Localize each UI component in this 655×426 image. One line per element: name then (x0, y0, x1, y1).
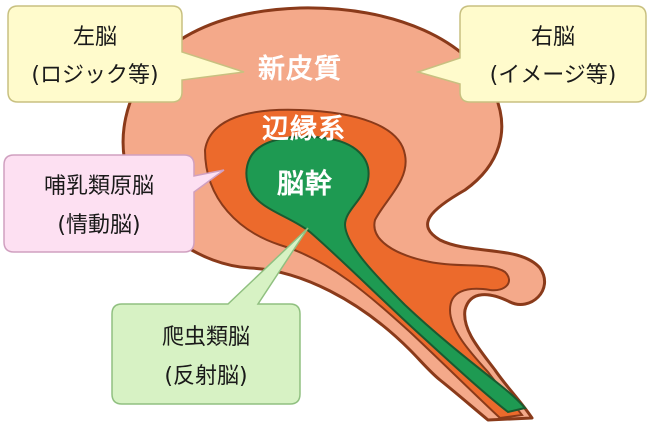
callout-mammalian-brain: 哺乳類原脳 (情動脳) (3, 154, 225, 253)
callout-mammalian-brain-line1: 哺乳類原脳 (44, 174, 154, 199)
callout-left-brain-line2: (ロジック等) (31, 63, 158, 88)
brainstem-label: 脳幹 (276, 168, 333, 200)
brainstem-region (245, 135, 527, 414)
callout-left-brain-line1: 左脳 (73, 25, 117, 50)
callout-left-brain-bubble (7, 5, 245, 103)
callout-right-brain-line1: 右脳 (531, 25, 575, 50)
callout-left-brain: 左脳 (ロジック等) (7, 5, 245, 103)
callout-reptilian-brain: 爬虫類脳 (反射脳) (111, 227, 309, 405)
callout-right-brain: 右脳 (イメージ等) (415, 5, 647, 103)
callout-right-brain-bubble (415, 5, 647, 103)
limbic-label: 辺縁系 (262, 113, 346, 145)
callout-right-brain-line2: (イメージ等) (490, 63, 617, 88)
callout-mammalian-brain-bubble (3, 154, 225, 253)
callout-reptilian-brain-bubble (111, 227, 309, 405)
callout-reptilian-brain-line1: 爬虫類脳 (162, 325, 250, 350)
callout-reptilian-brain-line2: (反射脳) (164, 364, 247, 389)
neocortex-label: 新皮質 (258, 53, 342, 85)
callout-mammalian-brain-line2: (情動脳) (57, 213, 140, 238)
